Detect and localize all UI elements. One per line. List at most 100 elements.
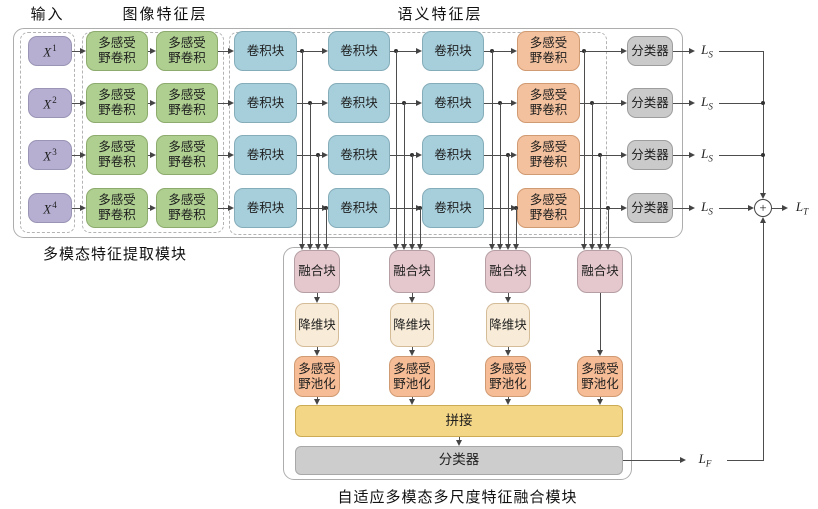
- input-column-label: 输入: [30, 7, 65, 23]
- mrf-conv-block: 多感受野卷积: [156, 188, 218, 228]
- arrow-right-icon: [80, 152, 86, 158]
- classifier-block: 分类器: [627, 36, 673, 66]
- loss-lt-label: LT: [795, 199, 809, 217]
- conv-block: 卷积块: [328, 83, 390, 123]
- image-feature-layer-label: 图像特征层: [122, 7, 208, 23]
- connector: [412, 293, 413, 297]
- loss-lf-label: LF: [698, 451, 712, 469]
- sum-line-bottom: [763, 223, 764, 460]
- arrow-right-icon: [621, 152, 627, 158]
- arrow-down-icon: [597, 244, 603, 250]
- input-group-frame: [20, 32, 75, 233]
- mrf-pool-block: 多感受野池化: [485, 356, 531, 397]
- arrow-down-icon: [497, 244, 503, 250]
- sum-node: +: [754, 199, 772, 217]
- arrow-right-icon: [228, 152, 234, 158]
- arrow-down-icon: [323, 244, 329, 250]
- connector: [459, 437, 460, 440]
- mrf-pool-block: 多感受野池化: [389, 356, 435, 397]
- arrow-right-icon: [322, 100, 328, 106]
- connector: [719, 103, 763, 104]
- conv-block: 卷积块: [422, 135, 484, 175]
- connector: [218, 155, 228, 156]
- mrf-conv-block: 多感受野卷积: [156, 83, 218, 123]
- tap-line: [420, 208, 421, 244]
- arrow-right-icon: [511, 100, 517, 106]
- connector: [297, 155, 322, 156]
- arrow-right-icon: [416, 100, 422, 106]
- connector: [508, 347, 509, 350]
- arrow-down-icon: [597, 350, 603, 356]
- arrow-down-icon: [505, 297, 511, 303]
- fusion-module-frame: [283, 247, 632, 480]
- extraction-module-caption: 多模态特征提取模块: [43, 247, 188, 263]
- fusion-block: 融合块: [294, 250, 340, 293]
- arrow-right-icon: [621, 205, 627, 211]
- conv-block: 卷积块: [328, 135, 390, 175]
- connector: [412, 397, 413, 399]
- connector: [412, 347, 413, 350]
- arrow-down-icon: [409, 244, 415, 250]
- tap-line: [592, 103, 593, 244]
- mrf-conv-block: 多感受野卷积: [86, 135, 148, 175]
- loss-ls-label: LS: [701, 199, 713, 217]
- tap-line: [600, 155, 601, 244]
- mrf-conv-block: 多感受野卷积: [86, 188, 148, 228]
- conv-block: 卷积块: [234, 31, 297, 71]
- arrow-down-icon: [409, 297, 415, 303]
- connector: [484, 208, 511, 209]
- mrf-conv-block-semantic: 多感受野卷积: [517, 135, 580, 175]
- connector: [218, 103, 228, 104]
- connector: [508, 397, 509, 399]
- arrow-right-icon: [322, 152, 328, 158]
- connector: [484, 155, 511, 156]
- connector: [317, 293, 318, 297]
- arrow-right-icon: [416, 152, 422, 158]
- arrow-down-icon: [417, 244, 423, 250]
- mrf-conv-block: 多感受野卷积: [156, 135, 218, 175]
- connector: [218, 208, 228, 209]
- conv-block: 卷积块: [234, 188, 297, 228]
- connector: [673, 208, 689, 209]
- classifier-block: 分类器: [627, 140, 673, 170]
- arrow-down-icon: [314, 297, 320, 303]
- loss-ls-label: LS: [701, 146, 713, 164]
- arrow-right-icon: [689, 152, 695, 158]
- semantic-layer-frame: [229, 32, 607, 235]
- connector: [673, 51, 689, 52]
- connector: [484, 103, 511, 104]
- arrow-down-icon: [760, 193, 766, 199]
- arrow-right-icon: [680, 457, 686, 463]
- arrow-right-icon: [150, 100, 156, 106]
- fusion-block: 融合块: [485, 250, 531, 293]
- arrow-right-icon: [80, 205, 86, 211]
- connector: [72, 208, 80, 209]
- arrow-down-icon: [597, 399, 603, 405]
- connector: [218, 51, 228, 52]
- arrow-down-icon: [456, 440, 462, 446]
- connector: [148, 155, 150, 156]
- tap-line: [318, 155, 319, 244]
- conv-block: 卷积块: [422, 31, 484, 71]
- input-x1: X1: [28, 36, 72, 66]
- arrow-right-icon: [228, 100, 234, 106]
- connector: [673, 155, 689, 156]
- arrow-right-icon: [80, 100, 86, 106]
- conv-block: 卷积块: [422, 83, 484, 123]
- arrow-right-icon: [150, 205, 156, 211]
- image-layer-frame: [82, 32, 224, 233]
- tap-line: [608, 208, 609, 244]
- arrow-right-icon: [782, 205, 788, 211]
- tap-line: [302, 51, 303, 244]
- fusion-module-caption: 自适应多模态多尺度特征融合模块: [337, 490, 578, 506]
- arrow-right-icon: [150, 152, 156, 158]
- tap-line: [508, 155, 509, 244]
- arrow-up-icon: [760, 217, 766, 223]
- reduce-block: 降维块: [390, 303, 434, 347]
- arrow-down-icon: [513, 244, 519, 250]
- connector: [148, 51, 150, 52]
- connector: [719, 155, 763, 156]
- connector: [772, 208, 782, 209]
- connector: [719, 51, 763, 52]
